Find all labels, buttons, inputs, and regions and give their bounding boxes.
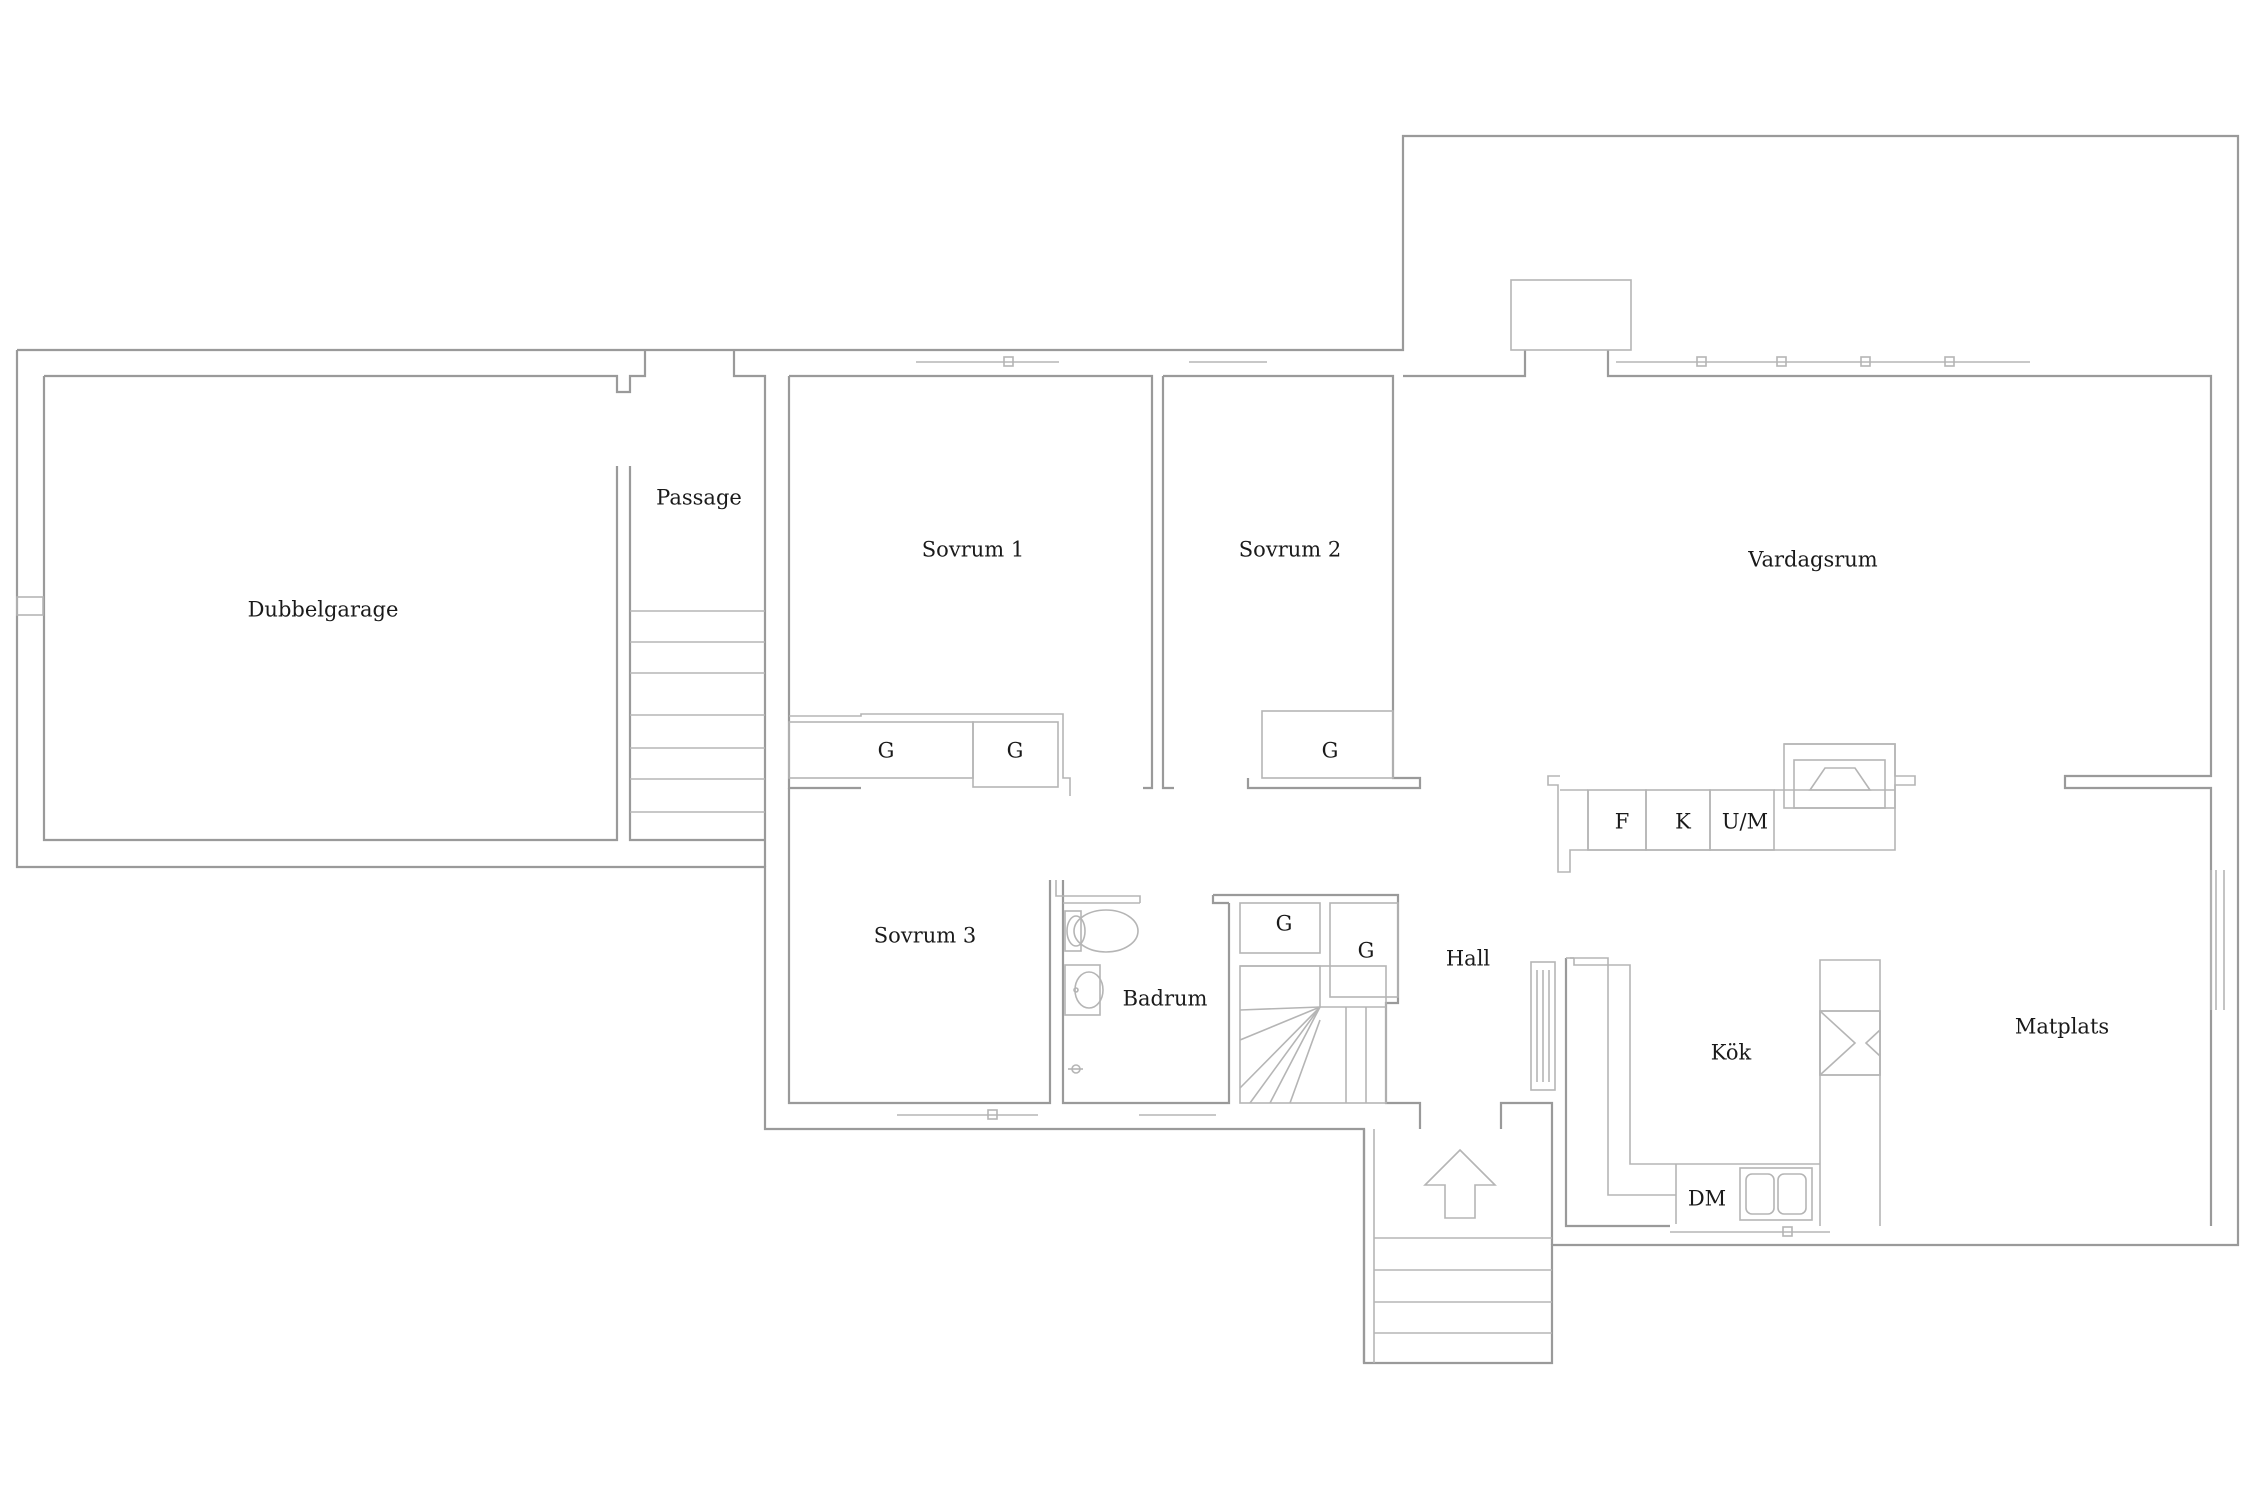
toilet-icon: [1064, 909, 1139, 953]
wardrobe-label: G: [1358, 939, 1375, 963]
freezer-label: K: [1675, 810, 1691, 834]
room-label-sovrum-2: Sovrum 2: [1239, 538, 1341, 562]
dishwasher-label: DM: [1688, 1187, 1726, 1211]
hall-walls: [1211, 893, 1554, 1245]
room-label-passage: Passage: [656, 486, 742, 510]
dining-walls: [2210, 870, 2225, 1010]
wardrobe-label: G: [1276, 912, 1293, 936]
washbasin-icon: [1064, 964, 1104, 1016]
bedroom3-bath-walls: [787, 788, 1231, 1105]
wardrobe-label: G: [878, 739, 895, 763]
room-label-hall: Hall: [1446, 947, 1491, 971]
oven-label: U/M: [1722, 810, 1768, 834]
room-label-vardagsrum: Vardagsrum: [1747, 548, 1878, 572]
stove-icon: [1819, 1010, 1881, 1076]
exterior-walls: [15, 134, 2240, 1365]
room-label-sovrum-3: Sovrum 3: [874, 924, 976, 948]
room-label-kok: Kök: [1711, 1041, 1752, 1065]
wardrobe-label: G: [1007, 739, 1024, 763]
living-room-walls: [1403, 279, 2213, 1226]
bedroom-walls: [787, 374, 1422, 796]
room-label-badrum: Badrum: [1123, 987, 1208, 1011]
hall-stairs-icon: [1239, 965, 1387, 1104]
floor-drain-icon: [1068, 1064, 1083, 1074]
room-label-matplats: Matplats: [2015, 1015, 2109, 1039]
entrance: [1362, 1129, 1552, 1363]
windows: [897, 356, 2217, 1237]
passage-stairs-icon: [630, 610, 765, 813]
entrance-arrow-icon: [1423, 1148, 1497, 1219]
room-label-dubbelgarage: Dubbelgarage: [248, 598, 399, 622]
room-label-sovrum-1: Sovrum 1: [922, 538, 1024, 562]
sink-icon: [1739, 1167, 1813, 1221]
fridge-label: F: [1615, 810, 1630, 834]
wardrobe-label: G: [1322, 739, 1339, 763]
fireplace-icon: [1783, 743, 1896, 809]
